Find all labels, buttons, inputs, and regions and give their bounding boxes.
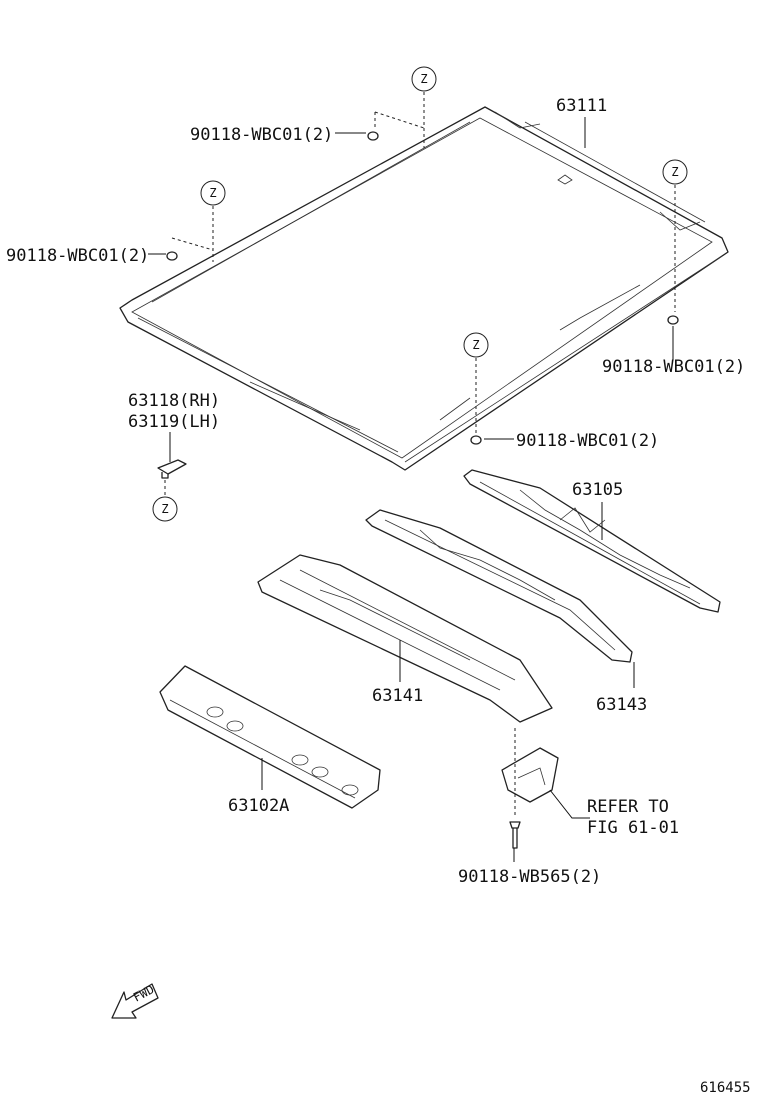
svg-text:Z: Z [671,165,678,179]
label-clip-left: 90118-WBC01(2) [6,246,149,266]
roof-bracket [157,459,187,479]
label-bracket-lh: 63119(LH) [128,412,220,432]
rear-header [463,469,721,613]
label-63111: 63111 [556,96,607,116]
svg-text:Z: Z [209,186,216,200]
label-bracket-rh: 63118(RH) [128,391,220,411]
z-marker-top: Z [411,66,437,92]
front-header [159,665,381,809]
z-marker-bracket: Z [152,496,178,522]
z-marker-center: Z [463,332,489,358]
screw-icon [509,821,521,849]
label-63141: 63141 [372,686,423,706]
label-63105: 63105 [572,480,623,500]
roof-bow-front [257,554,553,723]
svg-text:Z: Z [472,338,479,352]
label-63143: 63143 [596,695,647,715]
label-clip-center: 90118-WBC01(2) [516,431,659,451]
fwd-arrow-icon: FWD [111,982,159,1019]
label-refer-line1: REFER TO [587,797,669,817]
z-marker-left: Z [200,180,226,206]
z-marker-right: Z [662,159,688,185]
label-screw: 90118-WB565(2) [458,867,601,887]
label-clip-right: 90118-WBC01(2) [602,357,745,377]
svg-text:Z: Z [161,502,168,516]
clip-icon [166,131,679,445]
figure-number: 616455 [700,1080,751,1096]
svg-text:Z: Z [420,72,427,86]
label-clip-top-left: 90118-WBC01(2) [190,125,333,145]
label-refer-line2: FIG 61-01 [587,818,679,838]
roof-panel [119,106,729,471]
reinforcement-bracket [501,747,559,803]
label-63102a: 63102A [228,796,289,816]
roof-bow-center [365,509,633,663]
